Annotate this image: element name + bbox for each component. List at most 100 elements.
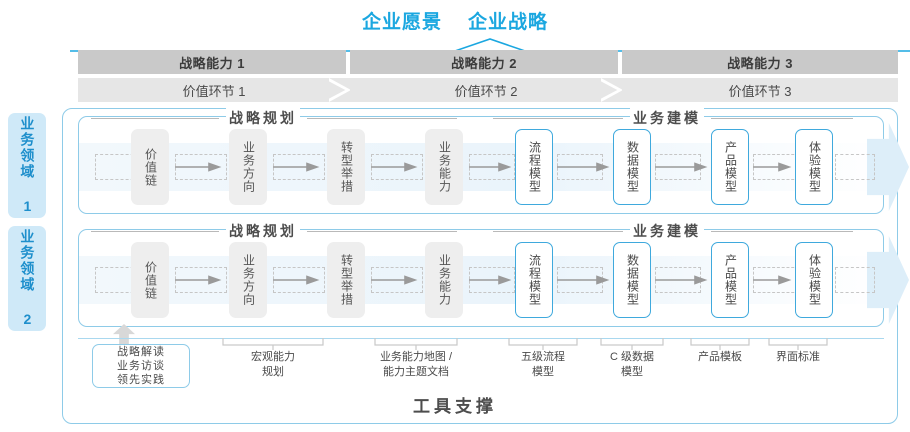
node-label: 价值链 (143, 147, 158, 187)
sidebar-item-domain-1[interactable]: 业务领域 1 (8, 113, 46, 218)
caption-line-1: C 级数据 (610, 351, 654, 363)
node-experience-model[interactable]: 体验模型 (795, 129, 833, 205)
tool-caption-product-template: 产品模板 (670, 350, 770, 365)
capability-cell-1[interactable]: 战略能力 1 (78, 50, 346, 74)
node-label: 流程模型 (527, 141, 542, 193)
node-transformation-measures[interactable]: 转型举措 (327, 242, 365, 318)
node-label: 体验模型 (807, 254, 822, 306)
arrow-icon (469, 275, 512, 285)
value-link-cell-1[interactable]: 价值环节 1 (78, 78, 351, 102)
enterprise-strategy-title: 企业战略 (468, 11, 549, 33)
value-link-label-1: 价值环节 1 (182, 83, 246, 99)
enterprise-vision-title: 企业愿景 (361, 11, 442, 33)
arrow-icon (273, 275, 320, 285)
tool-line-3: 领先实践 (117, 374, 165, 387)
node-business-capability[interactable]: 业务能力 (425, 242, 463, 318)
tool-caption-ui-standard: 界面标准 (748, 350, 848, 365)
caption-line-1: 五级流程 (521, 351, 565, 363)
header-rule (711, 117, 853, 119)
node-label: 转型举措 (339, 254, 354, 306)
node-transformation-measures[interactable]: 转型举措 (327, 129, 365, 205)
bracket-icon (222, 338, 324, 350)
bracket-icon (508, 338, 578, 350)
caption-line-2: 规划 (262, 365, 284, 378)
caption-line-1: 界面标准 (776, 351, 820, 363)
node-business-capability[interactable]: 业务能力 (425, 129, 463, 205)
bracket-icon (690, 338, 750, 350)
node-label: 数据模型 (625, 141, 640, 193)
vision-strategy-header: 企业愿景 企业战略 (0, 6, 910, 34)
arrow-icon (753, 162, 792, 172)
modeling-section-title: 业务建模 (630, 221, 704, 241)
tool-support-title: 工具支撑 (413, 397, 497, 416)
value-link-label-3: 价值环节 3 (728, 83, 792, 99)
node-label: 业务能力 (437, 141, 452, 193)
header-rule (91, 230, 219, 232)
chevron-notch-icon (601, 78, 623, 102)
caption-line-2: 模型 (532, 365, 554, 378)
node-label: 价值链 (143, 260, 158, 300)
planning-section-title: 战略规划 (226, 108, 300, 128)
node-process-model[interactable]: 流程模型 (515, 129, 553, 205)
tool-line-1: 战略解读 (117, 345, 165, 358)
value-link-label-2: 价值环节 2 (454, 83, 518, 99)
header-rule (493, 230, 623, 232)
arrow-icon (273, 162, 320, 172)
tools-divider (78, 338, 884, 339)
caption-line-2: 能力主题文档 (383, 365, 449, 378)
arrow-icon (753, 275, 792, 285)
domain-2-label: 业务领域 2 (19, 228, 36, 329)
capability-cell-2[interactable]: 战略能力 2 (350, 50, 618, 74)
capability-cell-3[interactable]: 战略能力 3 (622, 50, 898, 74)
node-business-direction[interactable]: 业务方向 (229, 129, 267, 205)
node-business-direction[interactable]: 业务方向 (229, 242, 267, 318)
placeholder-slot (835, 267, 875, 293)
node-label: 业务能力 (437, 254, 452, 306)
chevron-notch-icon (329, 78, 351, 102)
bracket-icon (600, 338, 664, 350)
section-header-planning-2: 战略规划 (91, 221, 457, 241)
node-label: 产品模型 (723, 254, 738, 306)
node-product-model[interactable]: 产品模型 (711, 242, 749, 318)
header-rule (493, 117, 623, 119)
sidebar-item-domain-2[interactable]: 业务领域 2 (8, 226, 46, 331)
tool-caption-macro-capability: 宏观能力 规划 (223, 350, 323, 379)
arrow-icon (371, 275, 418, 285)
domain-row-2: 战略规划 业务建模 价值链 业务方向 转型举措 业务能力 流程模型 (78, 221, 909, 327)
section-header-planning-1: 战略规划 (91, 108, 457, 128)
node-experience-model[interactable]: 体验模型 (795, 242, 833, 318)
node-label: 体验模型 (807, 141, 822, 193)
node-value-chain[interactable]: 价值链 (131, 242, 169, 318)
node-process-model[interactable]: 流程模型 (515, 242, 553, 318)
domain-row-1: 战略规划 业务建模 价值链 业务方向 转型举措 业务能力 流程模型 (78, 108, 909, 214)
node-label: 业务方向 (241, 141, 256, 193)
arrow-icon (469, 162, 512, 172)
header-rule (307, 117, 457, 119)
strategic-capability-bar: 战略能力 1 战略能力 2 战略能力 3 (78, 50, 898, 74)
arrow-icon (175, 275, 222, 285)
node-value-chain[interactable]: 价值链 (131, 129, 169, 205)
arrow-icon (175, 162, 222, 172)
value-link-bar: 价值环节 1 价值环节 2 价值环节 3 (78, 78, 910, 102)
node-label: 数据模型 (625, 254, 640, 306)
node-data-model[interactable]: 数据模型 (613, 242, 651, 318)
arrow-icon (557, 275, 610, 285)
node-data-model[interactable]: 数据模型 (613, 129, 651, 205)
domain-1-label: 业务领域 1 (19, 115, 36, 216)
tool-caption-capability-map: 业务能力地图 / 能力主题文档 (356, 350, 476, 379)
header-rule (91, 117, 219, 119)
section-header-modeling-2: 业务建模 (493, 221, 853, 241)
node-label: 转型举措 (339, 141, 354, 193)
value-link-cell-3[interactable]: 价值环节 3 (622, 78, 910, 102)
node-label: 产品模型 (723, 141, 738, 193)
value-link-cell-2[interactable]: 价值环节 2 (350, 78, 623, 102)
tool-line-2: 业务访谈 (117, 359, 165, 372)
arrow-icon (655, 275, 708, 285)
tool-box-strategy-inputs[interactable]: 战略解读 业务访谈 领先实践 (92, 344, 190, 388)
header-rule (307, 230, 457, 232)
arrow-icon (371, 162, 418, 172)
node-product-model[interactable]: 产品模型 (711, 129, 749, 205)
placeholder-slot (835, 154, 875, 180)
header-rule (711, 230, 853, 232)
caption-line-1: 产品模板 (698, 351, 742, 363)
